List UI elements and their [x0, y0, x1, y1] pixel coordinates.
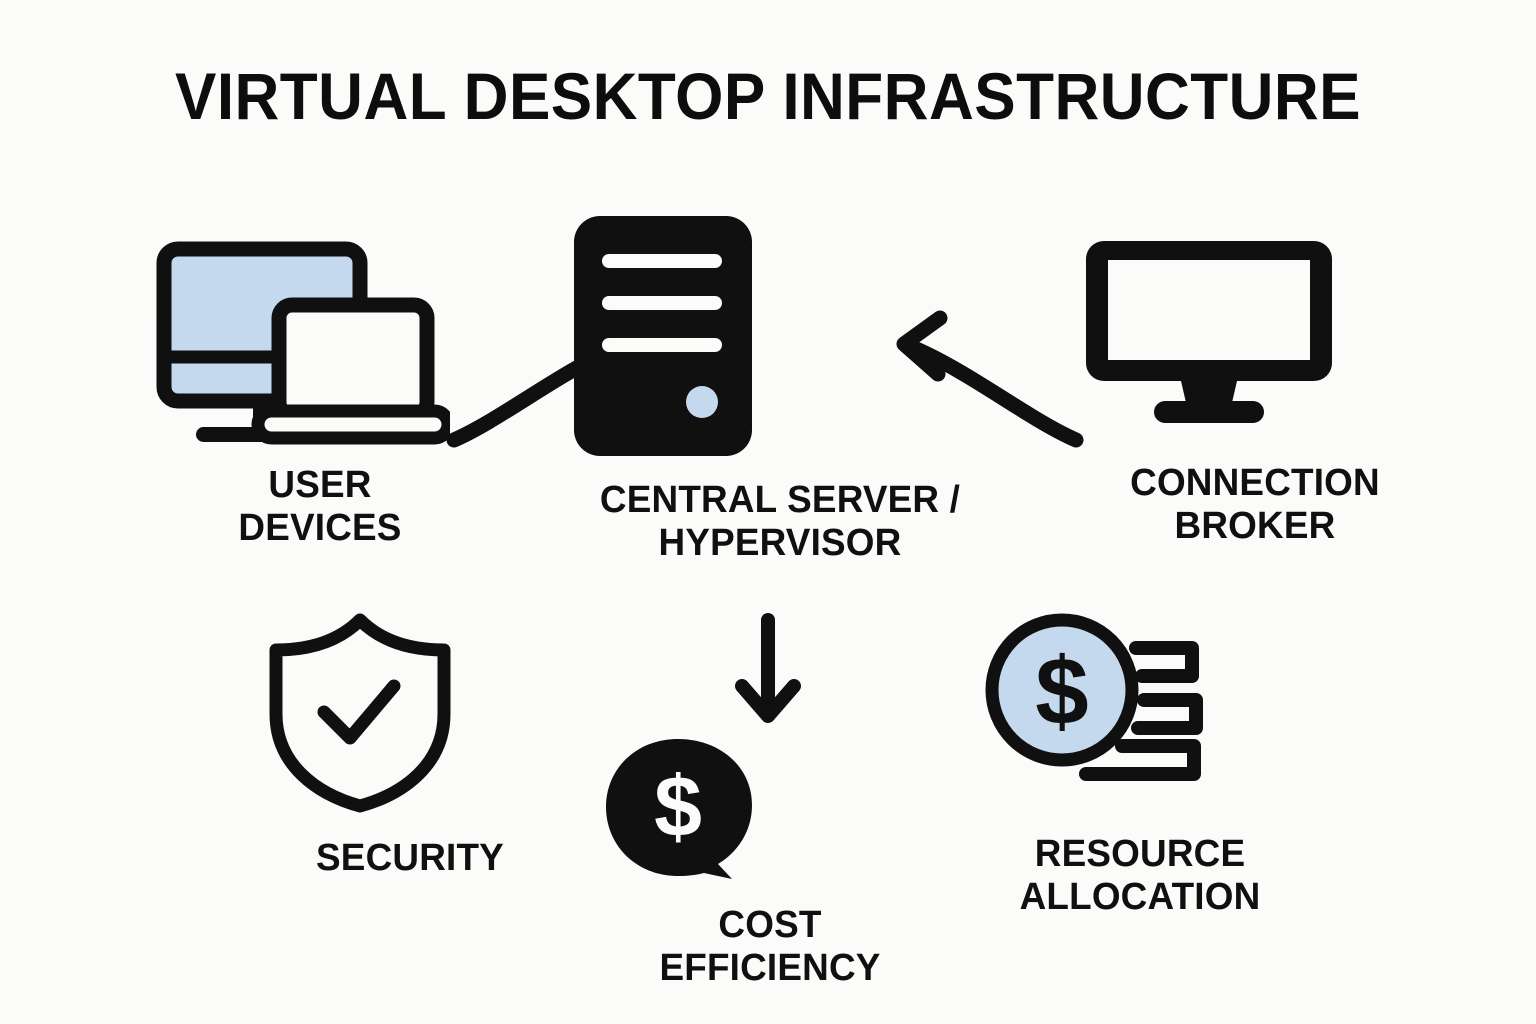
coin-with-motion-lines-icon: $: [980, 612, 1300, 817]
server-tower-icon: [570, 212, 990, 465]
node-cost-efficiency[interactable]: $ COST EFFICIENCY: [600, 735, 940, 989]
svg-text:$: $: [1035, 638, 1088, 745]
node-central-server[interactable]: CENTRAL SERVER / HYPERVISOR: [570, 212, 990, 564]
node-user-devices[interactable]: USER DEVICES: [150, 235, 490, 549]
node-connection-broker[interactable]: CONNECTION BROKER: [1080, 235, 1430, 547]
page-title: VIRTUAL DESKTOP INFRASTRUCTURE: [174, 59, 1362, 133]
desktop-monitor-icon: [1080, 235, 1430, 430]
node-label-central-server: CENTRAL SERVER / HYPERVISOR: [599, 479, 961, 564]
monitor-and-laptop-icon: [150, 235, 490, 450]
node-label-security: SECURITY: [316, 837, 504, 879]
shield-check-icon: [260, 608, 560, 821]
node-label-user-devices: USER DEVICES: [238, 464, 402, 549]
arrow-down-icon: [728, 612, 808, 737]
svg-text:$: $: [654, 759, 702, 855]
node-security[interactable]: SECURITY: [260, 608, 560, 880]
node-label-connection-broker: CONNECTION BROKER: [1130, 462, 1380, 547]
node-label-cost-efficiency: COST EFFICIENCY: [659, 904, 881, 989]
dollar-bubble-icon: $: [600, 735, 940, 888]
node-label-resource-allocation: RESOURCE ALLOCATION: [1019, 833, 1261, 918]
curved-arrow-left-icon: [880, 300, 1090, 455]
node-resource-allocation[interactable]: $ RESOURCE ALLOCATION: [980, 612, 1300, 918]
